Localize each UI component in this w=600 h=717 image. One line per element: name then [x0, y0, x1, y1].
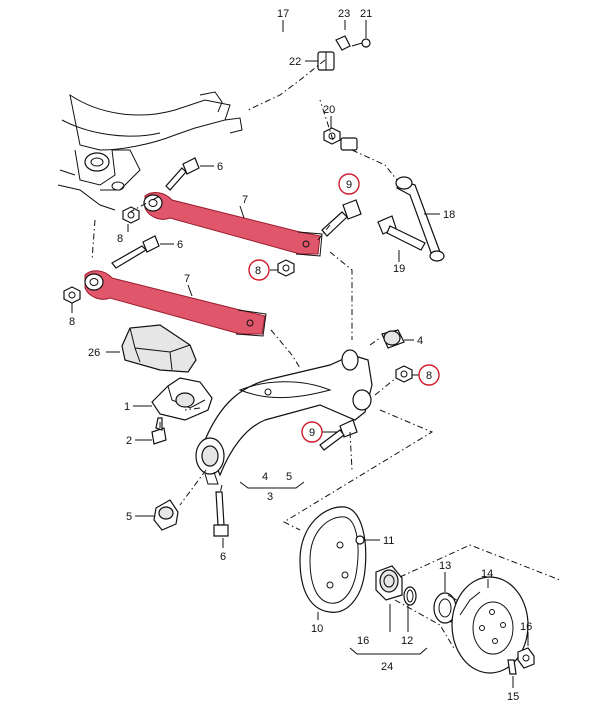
callout-8: 8	[426, 370, 432, 382]
leader-lines	[71, 20, 529, 688]
bolt-2	[151, 417, 167, 445]
highlight-ring-9-lower	[301, 421, 323, 443]
highlight-rings	[248, 173, 440, 443]
bushing-4-upper	[381, 329, 405, 349]
callout-21: 21	[360, 8, 372, 20]
callout-8: 8	[255, 265, 261, 277]
callout-17: 17	[277, 8, 289, 20]
callout-15: 15	[507, 691, 519, 703]
callout-2: 2	[126, 435, 132, 447]
highlight-ring-8-lower	[418, 364, 440, 386]
control-arm-7-upper	[143, 192, 323, 257]
coupling-rod-18	[395, 176, 445, 262]
callout-9: 9	[346, 179, 352, 191]
callout-8: 8	[117, 233, 123, 245]
callout-4: 4	[262, 471, 268, 483]
bolt-9-upper	[321, 199, 362, 237]
bolt-9-lower	[319, 419, 358, 451]
callout-24: 24	[381, 661, 393, 673]
callout-6: 6	[177, 239, 183, 251]
hub-nut-16	[517, 647, 535, 669]
control-arm-7-lower	[84, 270, 267, 337]
callout-12: 12	[401, 635, 413, 647]
brake-disc-14	[451, 576, 529, 674]
callout-labels: 17 23 21 22 20 6 7 9 18 8 6 8 19 8 7 8 2…	[69, 8, 532, 703]
bolt-6-lower	[213, 491, 229, 537]
subframe	[57, 91, 243, 211]
stabilizer-bar	[227, 10, 358, 151]
callout-6: 6	[217, 161, 223, 173]
bolt-21	[351, 38, 371, 48]
callout-22: 22	[289, 56, 301, 68]
highlight-ring-9-upper	[338, 173, 360, 195]
bolt-11	[355, 535, 372, 545]
bump-stop-26	[121, 324, 197, 373]
callout-3: 3	[267, 491, 273, 503]
callout-18: 18	[443, 209, 455, 221]
mount-1	[151, 377, 213, 421]
callout-10: 10	[311, 623, 323, 635]
callout-4: 4	[417, 335, 423, 347]
highlight-ring-8-upper	[248, 259, 270, 281]
bolt-6-upper	[165, 157, 200, 191]
callout-11: 11	[383, 535, 394, 547]
nut-8-upper	[122, 206, 140, 224]
callout-16: 16	[520, 621, 532, 633]
circlip-12	[403, 586, 417, 606]
nut-8-lower	[63, 286, 81, 304]
callout-19: 19	[393, 263, 405, 275]
bushing-5	[153, 499, 179, 531]
nut-8-red-lower	[395, 365, 413, 383]
callout-14: 14	[481, 568, 493, 580]
callout-16: 16	[357, 635, 369, 647]
callout-13: 13	[439, 560, 451, 572]
bolt-15	[507, 659, 517, 675]
callout-7: 7	[242, 194, 248, 206]
callout-8: 8	[69, 316, 75, 328]
callout-9: 9	[309, 427, 315, 439]
bolt-6-middle	[111, 235, 160, 269]
nut-8-red-upper	[277, 259, 295, 277]
callout-20: 20	[323, 104, 335, 116]
assembly-lines	[91, 59, 561, 651]
wheel-bearing-16	[375, 565, 403, 601]
callout-1: 1	[124, 401, 130, 413]
callout-5: 5	[286, 471, 292, 483]
callout-7: 7	[184, 273, 190, 285]
bracket-23	[335, 35, 351, 51]
callout-26: 26	[88, 347, 100, 359]
callout-6: 6	[220, 551, 226, 563]
callout-5: 5	[126, 511, 132, 523]
backing-plate-10	[299, 506, 367, 613]
bolt-19	[377, 215, 426, 251]
trailing-arm-3	[195, 349, 373, 485]
callout-23: 23	[338, 8, 350, 20]
